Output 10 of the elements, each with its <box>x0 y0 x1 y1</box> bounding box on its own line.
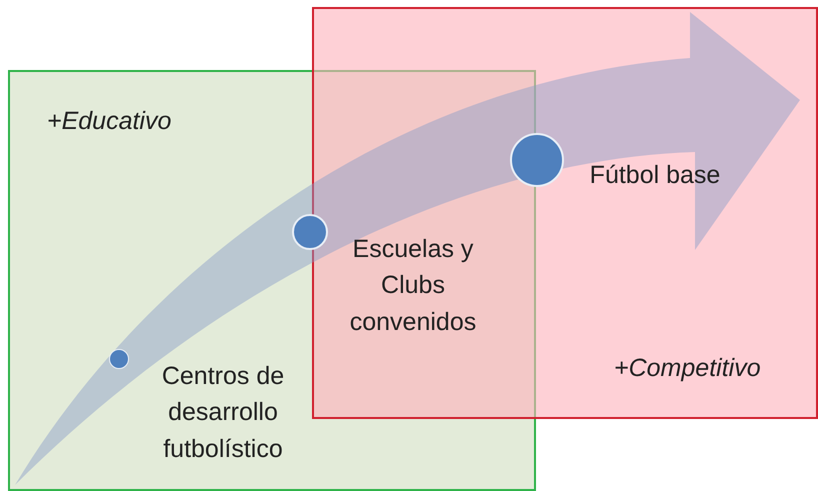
category-area <box>8 70 536 491</box>
milestone-dot <box>292 214 328 250</box>
milestone-label: Escuelas y Clubs convenidos <box>348 234 478 338</box>
category-label: +Competitivo <box>614 354 761 383</box>
category-area <box>312 7 818 419</box>
milestone-label: Centros de desarrollo futbolístico <box>160 361 286 464</box>
category-label: +Educativo <box>47 107 172 136</box>
milestone-dot <box>510 133 564 187</box>
milestone-dot <box>109 349 129 369</box>
milestone-label: Fútbol base <box>588 160 722 191</box>
